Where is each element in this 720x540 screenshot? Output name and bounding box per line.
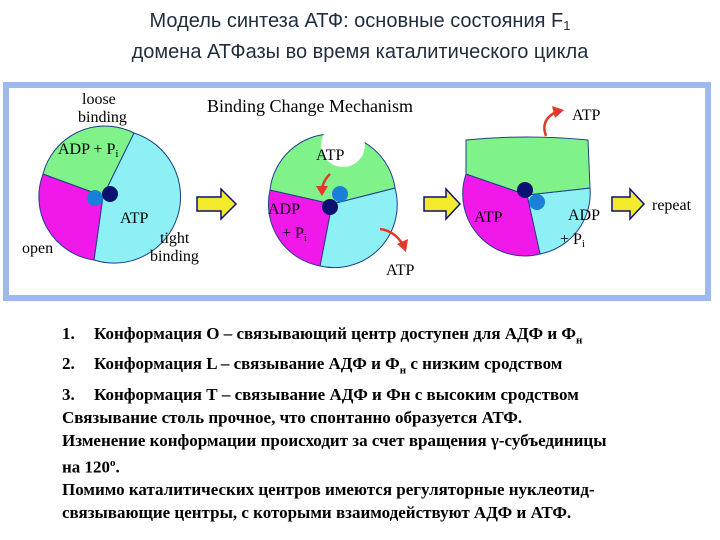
page-title: Модель синтеза АТФ: основные состояния F… [0, 8, 720, 66]
title-line-2: домена АТФазы во время каталитического ц… [0, 39, 720, 66]
repeat-label: repeat [652, 197, 692, 214]
binding-change-diagram: Binding Change Mechanism loose binding A… [0, 78, 720, 303]
state1-loose-label-2: binding [78, 109, 127, 126]
note-line-5: Изменение конформации происходит за счет… [62, 429, 712, 452]
state1-open-label: open [22, 240, 53, 257]
note-item-2: 2.Конформация L – связывание АДФ и Фн с … [62, 352, 712, 382]
state2-gamma-dot-blue [332, 186, 348, 202]
state3-adp-label: ADP [568, 207, 600, 224]
title-line-1: Модель синтеза АТФ: основные состояния F… [0, 8, 720, 39]
state2-adp-label: ADP [268, 201, 300, 218]
state1-gamma-dot-blue [87, 190, 103, 206]
state1-tight-label-1: tight [160, 230, 190, 247]
state1-adp-label: ADP + Pi [58, 141, 118, 160]
note-line-6: на 120о. [62, 452, 712, 479]
state1-gamma-dot-navy [102, 186, 118, 202]
note-line-8: связывающие центры, с которыми взаимодей… [62, 501, 712, 524]
note-item-1: 1.Конформация О – связывающий центр дост… [62, 322, 712, 352]
state2-atp-released-label: ATP [386, 262, 415, 279]
state1-loose-label-1: loose [82, 91, 116, 108]
state2-pi-label: + Pi [282, 225, 307, 244]
state3-gamma-dot-blue [529, 194, 545, 210]
note-item-3: 3.Конформация Т – связывание АДФ и Фн с … [62, 383, 712, 406]
note-line-4: Связывание столь прочное, что спонтанно … [62, 406, 712, 429]
state3-pi-label: + Pi [560, 231, 585, 250]
diagram-heading: Binding Change Mechanism [207, 96, 413, 116]
state1-atp-label: ATP [120, 210, 149, 227]
note-line-7: Помимо каталитических центров имеются ре… [62, 478, 712, 501]
state1-tight-label-2: binding [150, 248, 199, 265]
state3-atp-bound-label: ATP [474, 209, 503, 226]
state2-gamma-dot-navy [322, 199, 338, 215]
state2-atp-top-label: ATP [316, 147, 345, 164]
state3-atp-released-label: ATP [572, 107, 601, 124]
explanation-text: 1.Конформация О – связывающий центр дост… [62, 322, 712, 524]
state3-gamma-dot-navy [517, 182, 533, 198]
